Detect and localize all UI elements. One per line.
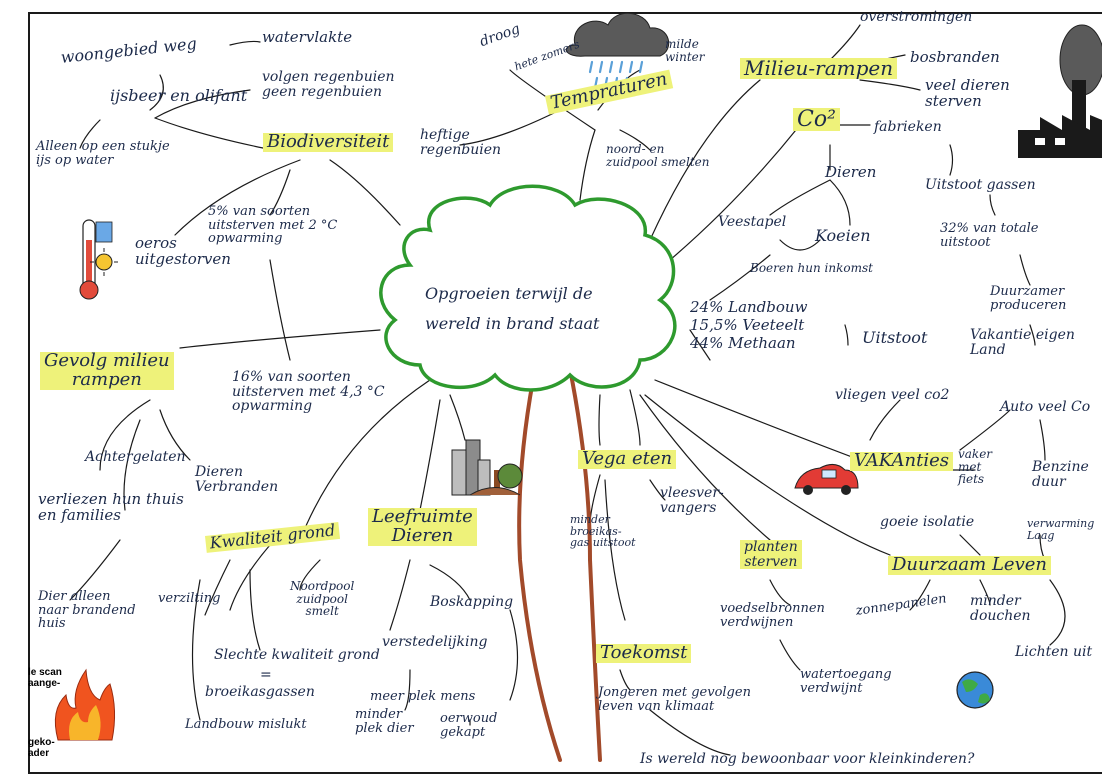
text-alleen-op-ijs: Alleen op een stukje ijs op water bbox=[36, 139, 170, 168]
text-uitstoot-gassen: Uitstoot gassen bbox=[925, 177, 1036, 193]
text-veel-dieren-sterven: veel dieren sterven bbox=[925, 76, 1010, 110]
center-title-line2: wereld in brand staat bbox=[425, 314, 600, 333]
text-noord-zuidpool: noord- en zuidpool smelten bbox=[606, 142, 710, 169]
tree-trunk-icon bbox=[517, 343, 602, 762]
text-volgen-regenbuien: volgen regenbuien geen regenbuien bbox=[262, 69, 395, 100]
text-watervlakte: watervlakte bbox=[262, 28, 353, 46]
text-vaker-met-fiets: vaker met fiets bbox=[958, 447, 993, 487]
text-meer-plek-mens: meer plek mens bbox=[370, 689, 476, 704]
text-vleesvervangers: vleesver- vangers bbox=[660, 485, 724, 516]
text-goeie-isolatie: goeie isolatie bbox=[880, 514, 975, 530]
center-cloud-shape bbox=[379, 184, 677, 392]
text-soorten-16: 16% van soorten uitsterven met 4,3 °C op… bbox=[232, 369, 385, 415]
thermometer-sun-icon bbox=[79, 219, 118, 300]
text-slechte-grond: Slechte kwaliteit grond bbox=[214, 647, 380, 663]
text-uitstoot-stats: 24% Landbouw 15,5% Veeteelt 44% Methaan bbox=[690, 298, 808, 352]
text-vakantie-eigen-land: Vakantie eigen Land bbox=[970, 327, 1075, 358]
scan-note-bottom: geko- ader bbox=[28, 737, 55, 759]
text-heftige-regenbuien: heftige regenbuien bbox=[420, 127, 501, 158]
text-milde-winter: milde winter bbox=[665, 37, 705, 64]
text-oeros: oeros uitgestorven bbox=[135, 234, 231, 268]
text-jongeren: Jongeren met gevolgen leven van klimaat bbox=[598, 685, 751, 714]
text-verzilting: verzilting bbox=[158, 591, 221, 606]
factory-icon bbox=[1018, 24, 1102, 158]
text-oerwoud-gekapt: oerwoud gekapt bbox=[440, 711, 498, 740]
text-overstromingen: overstromingen bbox=[860, 9, 973, 25]
center-title-line1: Opgroeien terwijl de bbox=[425, 284, 593, 303]
text-vliegen-veel-co2: vliegen veel co2 bbox=[835, 387, 950, 403]
text-minder-broeikasgas: minder broeikas- gas uitstoot bbox=[570, 513, 636, 550]
text-dier-alleen: Dier alleen naar brandend huis bbox=[38, 589, 136, 632]
fire-icon bbox=[54, 668, 116, 741]
text-verwarming-laag: verwarming Laag bbox=[1027, 517, 1095, 542]
node-biodiversiteit: Biodiversiteit bbox=[263, 132, 394, 152]
node-leefruimte-dieren: Leefruimte Dieren bbox=[368, 507, 477, 546]
text-achtergelaten: Achtergelaten bbox=[85, 449, 186, 465]
text-32-procent: 32% van totale uitstoot bbox=[940, 221, 1039, 250]
text-benzine-duur: Benzine duur bbox=[1032, 459, 1089, 490]
text-ijsbeer: ijsbeer en olifant bbox=[110, 86, 248, 105]
text-voedselbronnen: voedselbronnen verdwijnen bbox=[720, 601, 825, 630]
node-gevolg-milieu-rampen: Gevolg milieu rampen bbox=[40, 351, 174, 390]
text-fabrieken: fabrieken bbox=[874, 119, 942, 135]
text-minder-douchen: minder douchen bbox=[970, 593, 1031, 624]
text-dieren-verbranden: Dieren Verbranden bbox=[195, 464, 279, 495]
mindmap-frame bbox=[28, 12, 1102, 774]
text-minder-plek-dier: minder plek dier bbox=[355, 707, 414, 736]
text-soorten-5: 5% van soorten uitsterven met 2 °C opwar… bbox=[208, 204, 338, 247]
text-verliezen-thuis: verliezen hun thuis en families bbox=[38, 490, 184, 524]
city-tree-icon bbox=[451, 439, 523, 496]
text-landbouw-mislukt: Landbouw mislukt bbox=[185, 717, 307, 732]
text-verstedelijking: verstedelijking bbox=[382, 634, 488, 650]
scan-note-top: le scan aange- bbox=[28, 667, 62, 689]
node-co2: Co² bbox=[793, 108, 840, 131]
node-vakanties: VAKAnties bbox=[850, 451, 953, 471]
node-duurzaam-leven: Duurzaam Leven bbox=[888, 555, 1051, 575]
node-vega-eten: Vega eten bbox=[578, 449, 677, 469]
car-icon bbox=[794, 464, 859, 495]
earth-icon bbox=[956, 671, 994, 709]
text-dieren: Dieren bbox=[825, 163, 877, 181]
text-bewoonbaar: Is wereld nog bewoonbaar voor kleinkinde… bbox=[640, 751, 975, 767]
cloud-rain-icon bbox=[565, 12, 670, 90]
node-milieu-rampen: Milieu-rampen bbox=[740, 58, 898, 79]
text-equals: = bbox=[260, 667, 272, 683]
text-auto-veel-co: Auto veel Co bbox=[1000, 399, 1091, 415]
text-uitstoot: Uitstoot bbox=[862, 328, 928, 347]
text-bosbranden: bosbranden bbox=[910, 48, 1000, 66]
node-toekomst: Toekomst bbox=[596, 643, 692, 663]
text-veestapel: Veestapel bbox=[718, 214, 787, 230]
text-broeikasgassen: broeikasgassen bbox=[205, 684, 315, 700]
text-koeien: Koeien bbox=[815, 226, 871, 245]
text-boskapping: Boskapping bbox=[430, 594, 514, 610]
node-planten-sterven: planten sterven bbox=[740, 540, 802, 570]
text-boeren-inkomst: Boeren hun inkomst bbox=[750, 261, 873, 275]
text-lichten-uit: Lichten uit bbox=[1015, 644, 1093, 660]
connector-lines bbox=[69, 24, 1066, 756]
text-watertoegang: watertoegang verdwijnt bbox=[800, 667, 892, 696]
text-noordpool-smelt: Noordpool zuidpool smelt bbox=[290, 579, 355, 619]
text-duurzamer-produceren: Duurzamer produceren bbox=[990, 284, 1067, 313]
